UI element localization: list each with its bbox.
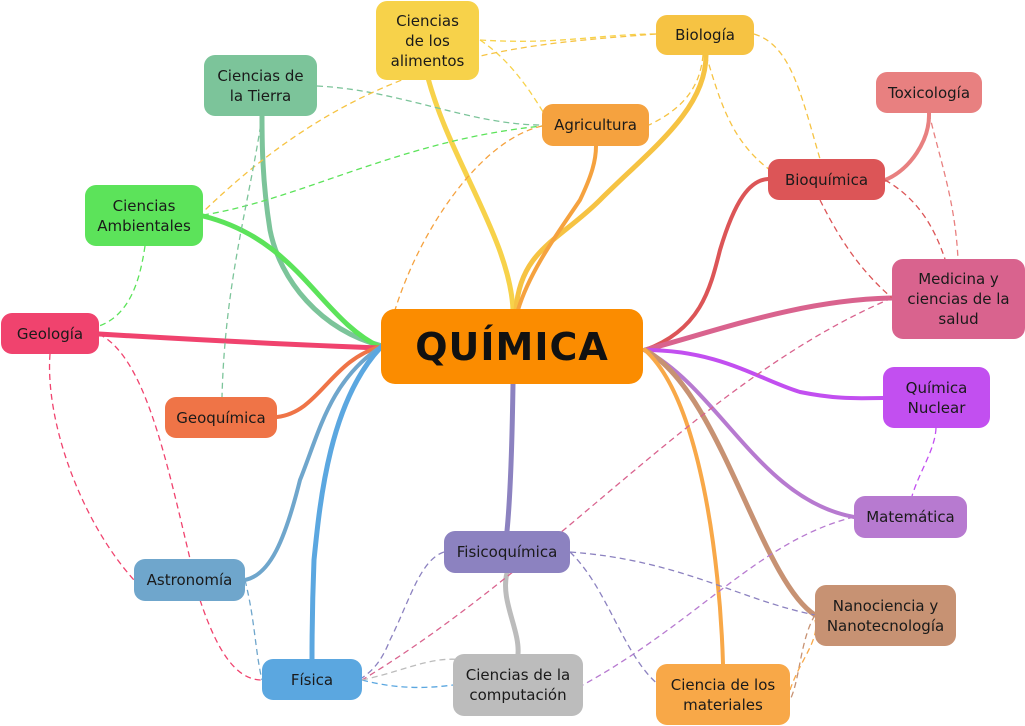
dashed-link-matematica <box>582 516 855 686</box>
link-astronomia <box>243 344 384 582</box>
dashed-link-nano <box>789 614 816 701</box>
link-alimentos <box>425 75 516 313</box>
dashed-link-toxicologia <box>928 112 959 260</box>
node-ciencias-de-los-alimentos[interactable]: Ciencias de los alimentos <box>376 1 479 80</box>
dashed-link-alimentos <box>479 39 549 121</box>
node-geologia[interactable]: Geología <box>1 313 99 354</box>
dashed-link-biologia <box>705 54 771 171</box>
dashed-link-biologia <box>202 33 657 213</box>
link-nuclear <box>643 348 885 401</box>
node-ciencias-de-la-tierra[interactable]: Ciencias de la Tierra <box>204 55 317 116</box>
dashed-link-ambientales <box>98 245 146 327</box>
dashed-link-ambientales <box>202 125 543 216</box>
central-node-quimica[interactable]: QUÍMICA <box>381 309 643 384</box>
dashed-link-tierra <box>221 115 263 398</box>
link-materiales <box>643 348 725 666</box>
node-ciencias-de-la-computacion[interactable]: Ciencias de la computación <box>453 654 583 716</box>
node-nanociencia-y-nanotecnologia[interactable]: Nanociencia y Nanotecnología <box>815 585 956 646</box>
node-bioquimica[interactable]: Bioquímica <box>768 159 885 200</box>
dashed-link-computacion <box>361 658 481 681</box>
node-toxicologia[interactable]: Toxicología <box>876 72 982 113</box>
node-medicina-y-ciencias-de-la-salud[interactable]: Medicina y ciencias de la salud <box>892 259 1025 339</box>
link-toxicologia <box>883 111 932 182</box>
dashed-link-alimentos <box>479 33 657 42</box>
link-matematica <box>643 348 856 519</box>
link-tierra <box>259 113 385 349</box>
dashed-link-biologia <box>753 33 821 160</box>
dashed-link-nuclear <box>911 427 937 497</box>
link-computacion <box>503 570 521 657</box>
link-geologia <box>96 331 385 351</box>
link-fisica <box>309 343 385 662</box>
node-biologia[interactable]: Biología <box>656 15 754 55</box>
node-quimica-nuclear[interactable]: Química Nuclear <box>883 367 990 428</box>
dashed-link-fisica <box>361 679 454 689</box>
link-biologia <box>513 52 709 313</box>
dashed-link-tierra <box>316 85 543 126</box>
link-geoquimica <box>275 344 384 419</box>
link-nano <box>642 347 818 618</box>
node-matematica[interactable]: Matemática <box>854 496 967 538</box>
node-astronomia[interactable]: Astronomía <box>134 559 245 601</box>
dashed-link-bioquimica <box>884 179 946 260</box>
dashed-link-agricultura <box>394 125 543 311</box>
dashed-link-fisicoquimica <box>361 551 445 679</box>
dashed-link-biologia <box>648 54 704 126</box>
link-fisicoquimica <box>504 381 516 534</box>
link-ambientales <box>200 213 385 351</box>
node-fisica[interactable]: Física <box>262 659 362 700</box>
dashed-link-fisicoquimica <box>569 551 816 616</box>
link-agricultura <box>516 144 598 312</box>
node-fisicoquimica[interactable]: Fisicoquímica <box>444 531 570 573</box>
dashed-link-materiales <box>789 619 817 691</box>
dashed-link-geologia <box>48 353 135 581</box>
node-geoquimica[interactable]: Geoquímica <box>165 397 277 438</box>
link-medicina <box>642 295 895 353</box>
dashed-link-geologia <box>98 333 263 681</box>
dashed-link-bioquimica <box>819 199 893 299</box>
link-bioquimica <box>643 177 770 352</box>
node-ciencias-ambientales[interactable]: Ciencias Ambientales <box>85 185 203 246</box>
node-ciencia-de-los-materiales[interactable]: Ciencia de los materiales <box>656 664 790 725</box>
node-agricultura[interactable]: Agricultura <box>542 104 649 146</box>
dashed-link-astronomia <box>244 579 263 681</box>
